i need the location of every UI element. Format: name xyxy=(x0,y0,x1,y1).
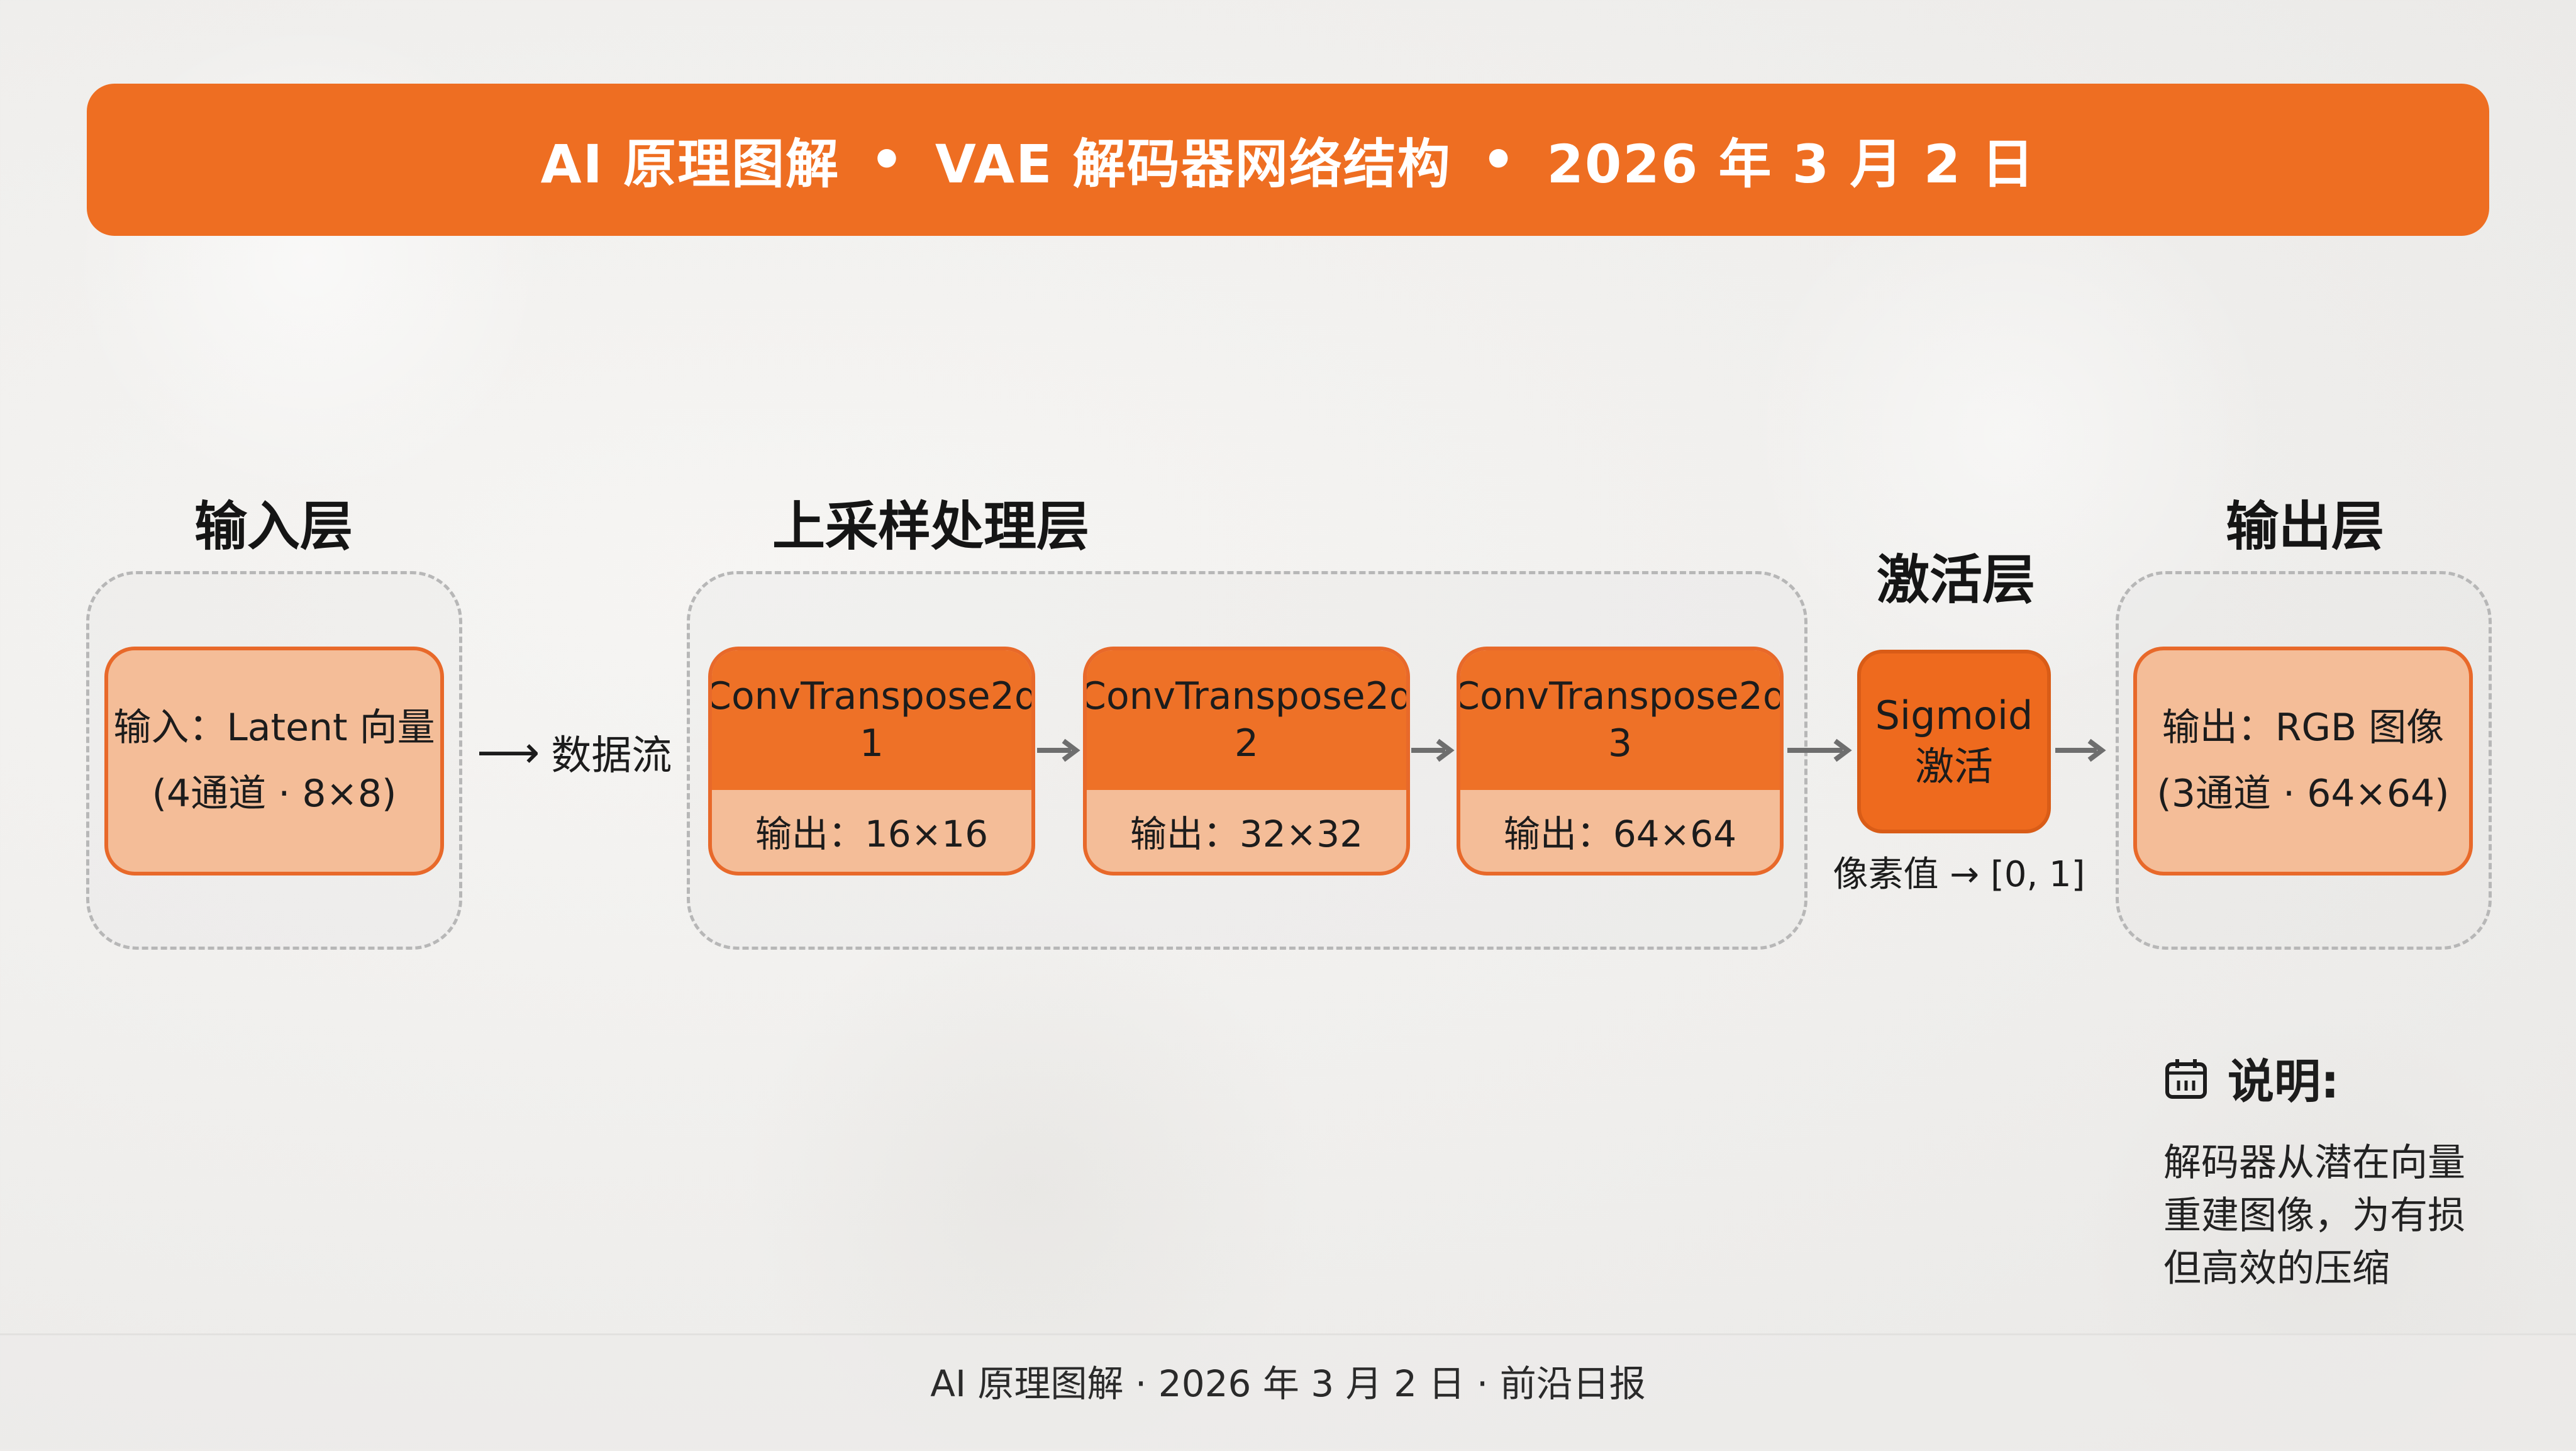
data-flow-label: ⟶ 数据流 xyxy=(477,723,672,781)
sigmoid-label: 激活 xyxy=(1914,743,1993,789)
conv-block-2: ConvTranspose2d 2 输出：32×32 xyxy=(1083,647,1410,876)
input-box-shape: (4通道 · 8×8) xyxy=(152,772,397,816)
header-topic: AI 原理图解 xyxy=(540,133,840,195)
arrow-conv2-to-conv3 xyxy=(1411,738,1455,762)
header-separator-2: • xyxy=(1481,129,1517,191)
conv-block-index: 1 xyxy=(859,721,884,765)
output-box-shape: (3通道 · 64×64) xyxy=(2157,772,2450,816)
conv-block-index: 3 xyxy=(1607,721,1633,765)
output-box-title: 输出：RGB 图像 xyxy=(2162,706,2445,750)
conv-block-index: 2 xyxy=(1234,721,1259,765)
footer: AI 原理图解 · 2026 年 3 月 2 日 · 前沿日报 xyxy=(0,1333,2576,1451)
conv-block-output: 输出：64×64 xyxy=(1503,813,1737,855)
conv-block-name: ConvTranspose2d xyxy=(1457,674,1784,718)
conv-block-output: 输出：32×32 xyxy=(1130,813,1363,855)
section-title-upsample: 上采样处理层 xyxy=(772,496,1089,557)
calendar-icon xyxy=(2165,1059,2207,1099)
section-title-output: 输出层 xyxy=(2225,496,2384,557)
legend-line: 重建图像，为有损 xyxy=(2163,1194,2465,1238)
sigmoid-activation-box: Sigmoid 激活 xyxy=(1857,650,2051,833)
output-rgb-box: 输出：RGB 图像 (3通道 · 64×64) xyxy=(2133,647,2473,876)
header-separator-1: • xyxy=(870,129,905,191)
conv-block-output: 输出：16×16 xyxy=(755,813,989,855)
legend-title: 说明: xyxy=(2228,1055,2340,1109)
input-latent-box: 输入：Latent 向量 (4通道 · 8×8) xyxy=(104,647,444,876)
conv-block-1: ConvTranspose2d 1 输出：16×16 xyxy=(708,647,1035,876)
legend-line: 解码器从潜在向量 xyxy=(2163,1141,2465,1185)
pixel-range-note: 像素值 → [0, 1] xyxy=(1833,854,2085,895)
header-title: VAE 解码器网络结构 xyxy=(935,133,1452,195)
arrow-sigmoid-to-output xyxy=(2055,738,2106,762)
conv-block-3: ConvTranspose2d 3 输出：64×64 xyxy=(1457,647,1784,876)
data-flow-text: 数据流 xyxy=(551,733,672,779)
conv-block-name: ConvTranspose2d xyxy=(1083,674,1410,718)
section-title-input: 输入层 xyxy=(194,496,353,557)
arrow-conv1-to-conv2 xyxy=(1037,738,1080,762)
footer-text: AI 原理图解 · 2026 年 3 月 2 日 · 前沿日报 xyxy=(930,1362,1646,1405)
legend-line: 但高效的压缩 xyxy=(2163,1247,2390,1291)
input-box-title: 输入：Latent 向量 xyxy=(113,706,435,750)
header-date: 2026 年 3 月 2 日 xyxy=(1546,133,2036,195)
right-arrow-icon: ⟶ xyxy=(477,726,540,778)
header-banner: AI 原理图解 • VAE 解码器网络结构 • 2026 年 3 月 2 日 xyxy=(87,84,2489,236)
conv-block-name: ConvTranspose2d xyxy=(708,674,1035,718)
sigmoid-name: Sigmoid xyxy=(1875,692,2033,739)
legend-note: 说明: 解码器从潜在向量 重建图像，为有损 但高效的压缩 xyxy=(2163,1044,2516,1295)
section-title-activation: 激活层 xyxy=(1876,549,2035,611)
arrow-conv3-to-sigmoid xyxy=(1787,738,1852,762)
